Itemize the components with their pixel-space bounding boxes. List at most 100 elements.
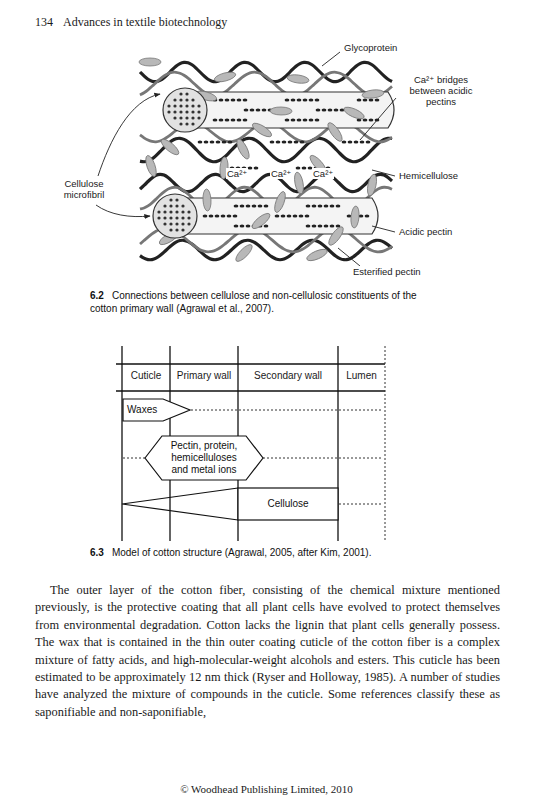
ester-chain-unit bbox=[306, 205, 311, 208]
ester-chain-unit bbox=[315, 119, 320, 122]
part-label: Esterified pectin bbox=[352, 266, 422, 277]
glycoprotein-blob bbox=[305, 247, 328, 263]
ester-chain-unit bbox=[221, 215, 226, 218]
glucan-chain-dot bbox=[179, 104, 182, 107]
ester-chain-unit bbox=[233, 215, 238, 218]
glucan-chain-dot bbox=[175, 222, 178, 225]
glycoprotein-blob bbox=[233, 242, 254, 263]
ester-chain-unit bbox=[246, 205, 251, 208]
glucan-chain-dot bbox=[179, 92, 182, 95]
glucan-chain-dot bbox=[173, 104, 176, 107]
ester-chain-unit bbox=[330, 205, 335, 208]
glucan-chain-dot bbox=[197, 104, 200, 107]
ester-chain-unit bbox=[282, 141, 287, 144]
ester-chain-unit bbox=[288, 141, 293, 144]
glucan-chain-dot bbox=[173, 98, 176, 101]
ester-chain-unit bbox=[262, 109, 267, 112]
ester-chain-unit bbox=[318, 225, 323, 228]
glycoprotein-blob bbox=[350, 206, 360, 229]
ester-chain-unit bbox=[243, 99, 248, 102]
ester-chain-unit bbox=[291, 99, 296, 102]
glucan-chain-dot bbox=[167, 104, 170, 107]
glycoprotein-blob bbox=[270, 107, 292, 115]
ester-chain-unit bbox=[234, 225, 239, 228]
glycoprotein-blob bbox=[293, 171, 305, 194]
ester-chain-unit bbox=[209, 215, 214, 218]
glucan-chain-dot bbox=[197, 110, 200, 113]
ester-chain-unit bbox=[375, 99, 380, 102]
ester-chain-unit bbox=[297, 99, 302, 102]
glycoprotein-blob bbox=[287, 74, 310, 85]
ester-chain-unit bbox=[237, 119, 242, 122]
noncellulosic-hexagon: Pectin, protein, hemicelluloses and meta… bbox=[145, 436, 263, 480]
ester-chain-unit bbox=[365, 215, 370, 218]
glucan-chain-dot bbox=[181, 210, 184, 213]
ester-chain-unit bbox=[246, 225, 251, 228]
glucan-chain-dot bbox=[191, 98, 194, 101]
glucan-chain-dot bbox=[163, 216, 166, 219]
glucan-chain-dot bbox=[179, 116, 182, 119]
ester-chain-unit bbox=[363, 119, 368, 122]
glucan-chain-dot bbox=[181, 222, 184, 225]
glucan-chain-dot bbox=[187, 222, 190, 225]
glucan-chain-dot bbox=[191, 110, 194, 113]
glucan-chain-dot bbox=[187, 216, 190, 219]
ester-chain-unit bbox=[369, 119, 374, 122]
glucan-chain-dot bbox=[173, 110, 176, 113]
ester-chain-unit bbox=[366, 141, 371, 144]
part-label: Acidic pectin bbox=[398, 226, 453, 237]
ester-chain-unit bbox=[334, 109, 339, 112]
glucan-chain-dot bbox=[175, 216, 178, 219]
ester-chain-unit bbox=[312, 225, 317, 228]
glucan-chain-dot bbox=[169, 204, 172, 207]
glycoprotein-blob bbox=[362, 89, 385, 100]
ester-chain-unit bbox=[281, 215, 286, 218]
glycoprotein-blob bbox=[250, 211, 272, 231]
glucan-chain-dot bbox=[179, 98, 182, 101]
glycoprotein-blob bbox=[139, 58, 161, 66]
ester-chain-unit bbox=[219, 119, 224, 122]
glycoprotein-blob bbox=[202, 189, 211, 211]
caption-text: Model of cotton structure (Agrawal, 2005… bbox=[112, 547, 372, 558]
cellulose-wedge: Cellulose bbox=[122, 488, 338, 520]
part-label: Glycoprotein bbox=[343, 42, 398, 53]
body-paragraph: The outer layer of the cotton fiber, con… bbox=[35, 582, 500, 721]
ester-chain-unit bbox=[210, 141, 215, 144]
glucan-chain-dot bbox=[175, 228, 178, 231]
glycoprotein-blob bbox=[144, 154, 159, 177]
glucan-chain-dot bbox=[181, 216, 184, 219]
ester-chain-unit bbox=[264, 225, 269, 228]
ester-chain-unit bbox=[227, 215, 232, 218]
figure-caption: 6.2Connections between cellulose and non… bbox=[90, 289, 446, 315]
ester-chain-unit bbox=[305, 215, 310, 218]
ester-chain-unit bbox=[213, 119, 218, 122]
ester-chain-unit bbox=[231, 119, 236, 122]
ester-chain-unit bbox=[360, 141, 365, 144]
ester-chain-unit bbox=[250, 109, 255, 112]
glucan-chain-dot bbox=[167, 110, 170, 113]
ester-chain-unit bbox=[254, 167, 259, 170]
copyright-footer: © Woodhead Publishing Limited, 2010 bbox=[0, 783, 533, 796]
glucan-chain-dot bbox=[185, 122, 188, 125]
glucan-chain-dot bbox=[169, 228, 172, 231]
ester-chain-unit bbox=[302, 167, 307, 170]
column-header: Primary wall bbox=[170, 370, 238, 382]
ester-chain-unit bbox=[324, 225, 329, 228]
glycoprotein-blob bbox=[213, 70, 236, 83]
glucan-chain-dot bbox=[181, 204, 184, 207]
ester-chain-unit bbox=[270, 141, 275, 144]
ester-chain-unit bbox=[225, 99, 230, 102]
ester-chain-unit bbox=[215, 215, 220, 218]
glucan-chain-dot bbox=[185, 104, 188, 107]
glucan-chain-dot bbox=[197, 116, 200, 119]
glucan-chain-dot bbox=[175, 210, 178, 213]
glucan-chain-dot bbox=[169, 216, 172, 219]
ester-chain-unit bbox=[231, 99, 236, 102]
part-label: Cellulose microfibril bbox=[48, 178, 120, 200]
glucan-chain-dot bbox=[179, 110, 182, 113]
glucan-chain-dot bbox=[181, 228, 184, 231]
ester-chain-unit bbox=[244, 109, 249, 112]
glucan-chain-dot bbox=[169, 222, 172, 225]
ester-chain-unit bbox=[252, 205, 257, 208]
ester-chain-unit bbox=[291, 119, 296, 122]
